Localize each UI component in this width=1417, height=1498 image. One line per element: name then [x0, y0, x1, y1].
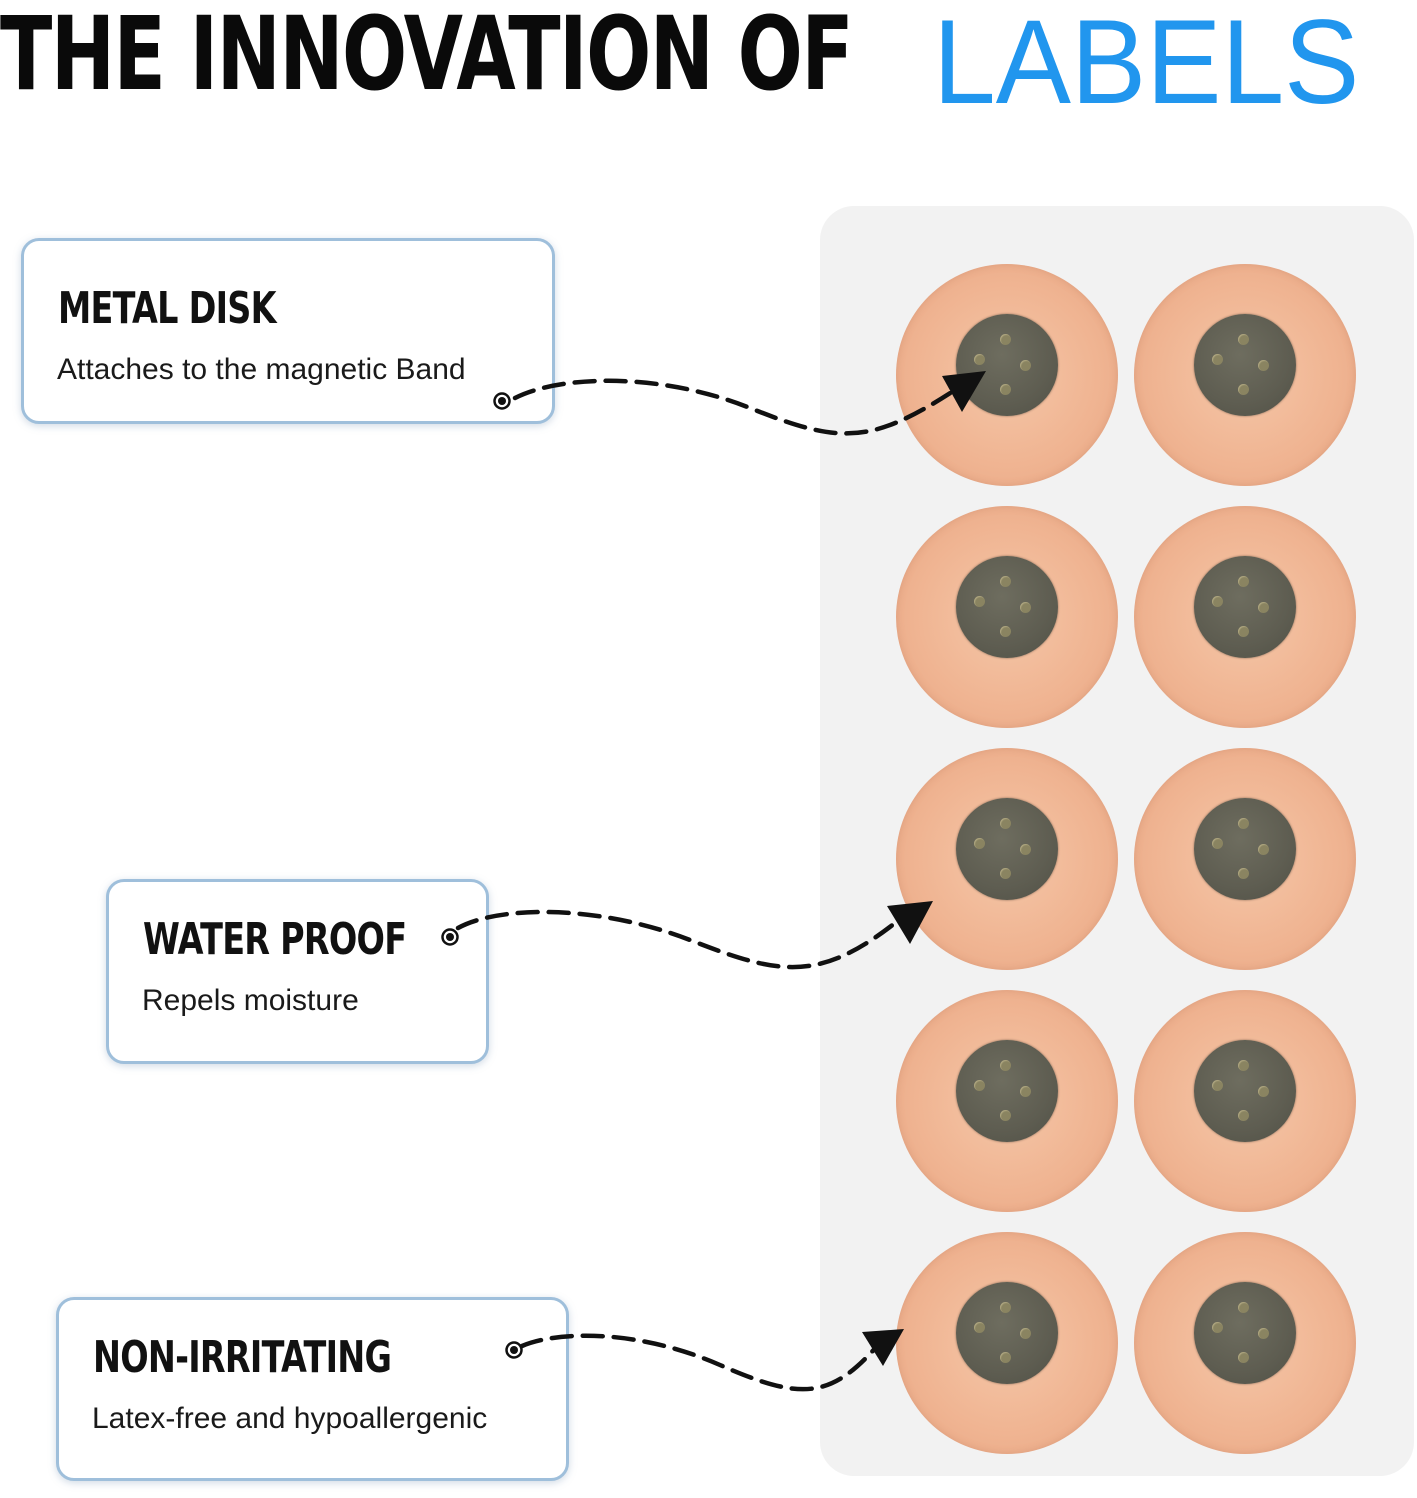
disk-dot [1238, 1302, 1249, 1313]
callout-description: Latex-free and hypoallergenic [92, 1402, 488, 1435]
callout-description: Attaches to the magnetic Band [57, 353, 466, 386]
metal-disk [1194, 1282, 1296, 1384]
metal-disk [1194, 556, 1296, 658]
disk-dot [1238, 334, 1249, 345]
metal-disk [956, 1282, 1058, 1384]
disk-dot [1000, 1352, 1011, 1363]
sticker [896, 990, 1118, 1212]
disk-dot [1258, 1086, 1269, 1097]
sticker-sheet [820, 206, 1414, 1476]
callout-description: Repels moisture [142, 984, 359, 1017]
disk-dot [1020, 1328, 1031, 1339]
disk-dot [1212, 354, 1223, 365]
sticker [1134, 264, 1356, 486]
disk-dot [1238, 1110, 1249, 1121]
disk-dot [1258, 360, 1269, 371]
disk-dot [1258, 844, 1269, 855]
disk-dot [1000, 1110, 1011, 1121]
disk-dot [1238, 576, 1249, 587]
disk-dot [974, 1322, 985, 1333]
metal-disk [956, 314, 1058, 416]
metal-disk [1194, 314, 1296, 416]
metal-disk [1194, 798, 1296, 900]
callout-non-irritating: NON-IRRITATING Latex-free and hypoallerg… [56, 1297, 569, 1481]
disk-dot [1238, 384, 1249, 395]
metal-disk [956, 798, 1058, 900]
disk-dot [1020, 602, 1031, 613]
disk-dot [1258, 1328, 1269, 1339]
callout-title: WATER PROOF [143, 914, 407, 965]
headline-accent-text: LABELS [933, 0, 1360, 129]
headline-main-text: THE INNOVATION OF [0, 0, 854, 114]
metal-disk [956, 556, 1058, 658]
disk-dot [1000, 1060, 1011, 1071]
sticker [896, 748, 1118, 970]
headline: THE INNOVATION OF LABELS [0, 0, 1417, 122]
disk-dot [1212, 1080, 1223, 1091]
disk-dot [1000, 576, 1011, 587]
sticker [1134, 748, 1356, 970]
disk-dot [1238, 818, 1249, 829]
disk-dot [974, 354, 985, 365]
metal-disk [1194, 1040, 1296, 1142]
disk-dot [1238, 1060, 1249, 1071]
disk-dot [1000, 626, 1011, 637]
sticker [896, 264, 1118, 486]
disk-dot [1258, 602, 1269, 613]
disk-dot [1000, 868, 1011, 879]
disk-dot [1212, 838, 1223, 849]
disk-dot [1020, 1086, 1031, 1097]
disk-dot [1238, 626, 1249, 637]
disk-dot [1000, 334, 1011, 345]
sticker [1134, 506, 1356, 728]
sticker [1134, 990, 1356, 1212]
callout-metal-disk: METAL DISK Attaches to the magnetic Band [21, 238, 555, 424]
metal-disk [956, 1040, 1058, 1142]
disk-dot [1000, 818, 1011, 829]
disk-dot [1000, 1302, 1011, 1313]
disk-dot [1238, 1352, 1249, 1363]
callout-title: METAL DISK [58, 283, 277, 334]
disk-dot [974, 838, 985, 849]
sticker [1134, 1232, 1356, 1454]
sticker [896, 1232, 1118, 1454]
disk-dot [974, 1080, 985, 1091]
callout-title: NON-IRRITATING [93, 1332, 392, 1383]
disk-dot [1212, 596, 1223, 607]
disk-dot [1020, 844, 1031, 855]
sticker [896, 506, 1118, 728]
disk-dot [1212, 1322, 1223, 1333]
disk-dot [1238, 868, 1249, 879]
callout-water-proof: WATER PROOF Repels moisture [106, 879, 489, 1064]
disk-dot [1000, 384, 1011, 395]
disk-dot [974, 596, 985, 607]
disk-dot [1020, 360, 1031, 371]
